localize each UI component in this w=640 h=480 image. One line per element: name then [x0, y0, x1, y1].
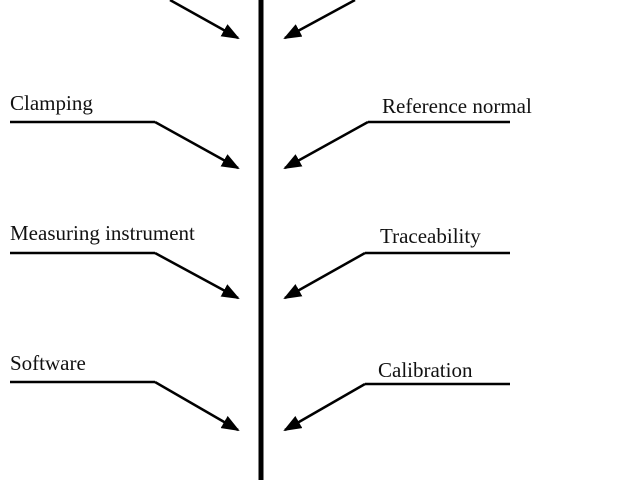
left-branch-3-arrow — [154, 380, 240, 432]
cause-label-measuring-instrument: Measuring instrument — [10, 221, 195, 245]
cause-label-traceability: Traceability — [380, 224, 481, 248]
left-branch-2-arrow — [154, 251, 240, 300]
right-branch-calibration: Calibration — [283, 358, 510, 432]
right-branch-2-arrow — [283, 251, 366, 300]
left-branch-1-arrow — [154, 120, 240, 170]
left-branch-measuring-instrument: Measuring instrument — [10, 221, 240, 300]
left-branch-clamping: Clamping — [10, 91, 240, 170]
cause-label-clamping: Clamping — [10, 91, 93, 115]
left-branch-software: Software — [10, 351, 240, 432]
right-branch-traceability: Traceability — [283, 224, 510, 300]
top-left-arrow — [169, 0, 240, 40]
right-branch-reference-normal: Reference normal — [283, 94, 532, 170]
cause-label-calibration: Calibration — [378, 358, 473, 382]
right-branch-3-arrow — [283, 382, 366, 432]
right-branch-1-arrow — [283, 120, 369, 170]
cause-label-reference-normal: Reference normal — [382, 94, 532, 118]
cause-label-software: Software — [10, 351, 86, 375]
top-right-arrow — [283, 0, 356, 40]
